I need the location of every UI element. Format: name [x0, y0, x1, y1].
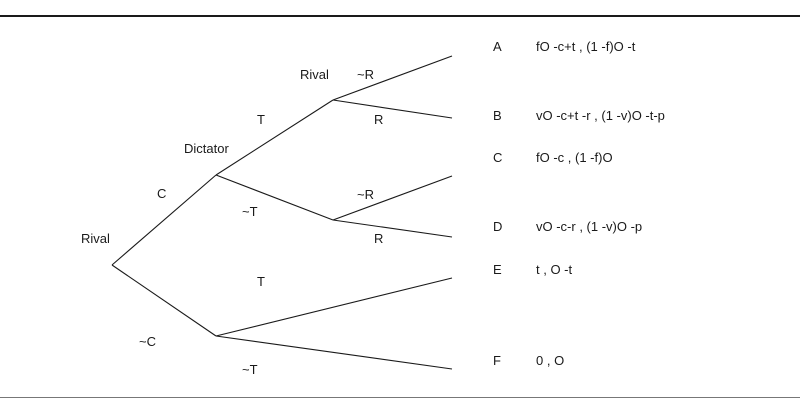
action-label-not-t-lower: ~T — [242, 362, 258, 377]
node-label-rival: Rival — [300, 67, 329, 82]
payoff-f: 0 , O — [536, 353, 564, 368]
outcome-letter-e: E — [493, 262, 502, 277]
payoff-e: t , O -t — [536, 262, 573, 277]
payoff-b: vO -c+t -r , (1 -v)O -t-p — [536, 108, 665, 123]
edge-to-outcome-c — [332, 175, 453, 221]
outcome-letter-b: B — [493, 108, 502, 123]
payoff-d: vO -c-r , (1 -v)O -p — [536, 219, 642, 234]
edge-to-outcome-f — [215, 335, 453, 370]
outcome-letter-d: D — [493, 219, 502, 234]
edge-root-to-lower-node — [111, 264, 217, 337]
action-label-not-c: ~C — [139, 334, 156, 349]
action-label-not-r-upper: ~R — [357, 67, 374, 82]
action-label-r-lower: R — [374, 231, 383, 246]
payoff-c: fO -c , (1 -f)O — [536, 150, 613, 165]
action-label-t-upper: T — [257, 112, 265, 127]
edge-dictator-to-lower-rival — [215, 174, 334, 221]
edge-dictator-to-rival — [215, 99, 334, 176]
node-label-root: Rival — [81, 231, 110, 246]
action-label-not-r-lower: ~R — [357, 187, 374, 202]
payoff-a: fO -c+t , (1 -f)O -t — [536, 39, 636, 54]
edge-to-outcome-d — [332, 219, 453, 238]
action-label-c: C — [157, 186, 166, 201]
action-label-r-upper: R — [374, 112, 383, 127]
action-label-t-lower: T — [257, 274, 265, 289]
action-label-not-t-upper: ~T — [242, 204, 258, 219]
bottom-rule — [0, 397, 800, 398]
outcome-letter-c: C — [493, 150, 502, 165]
outcome-letter-a: A — [493, 39, 502, 54]
edge-to-outcome-e — [215, 277, 453, 337]
top-rule — [0, 15, 800, 17]
edge-root-to-dictator — [111, 174, 217, 266]
edge-to-outcome-a — [332, 55, 453, 101]
edge-to-outcome-b — [332, 99, 453, 119]
node-label-dictator: Dictator — [184, 141, 229, 156]
outcome-letter-f: F — [493, 353, 501, 368]
